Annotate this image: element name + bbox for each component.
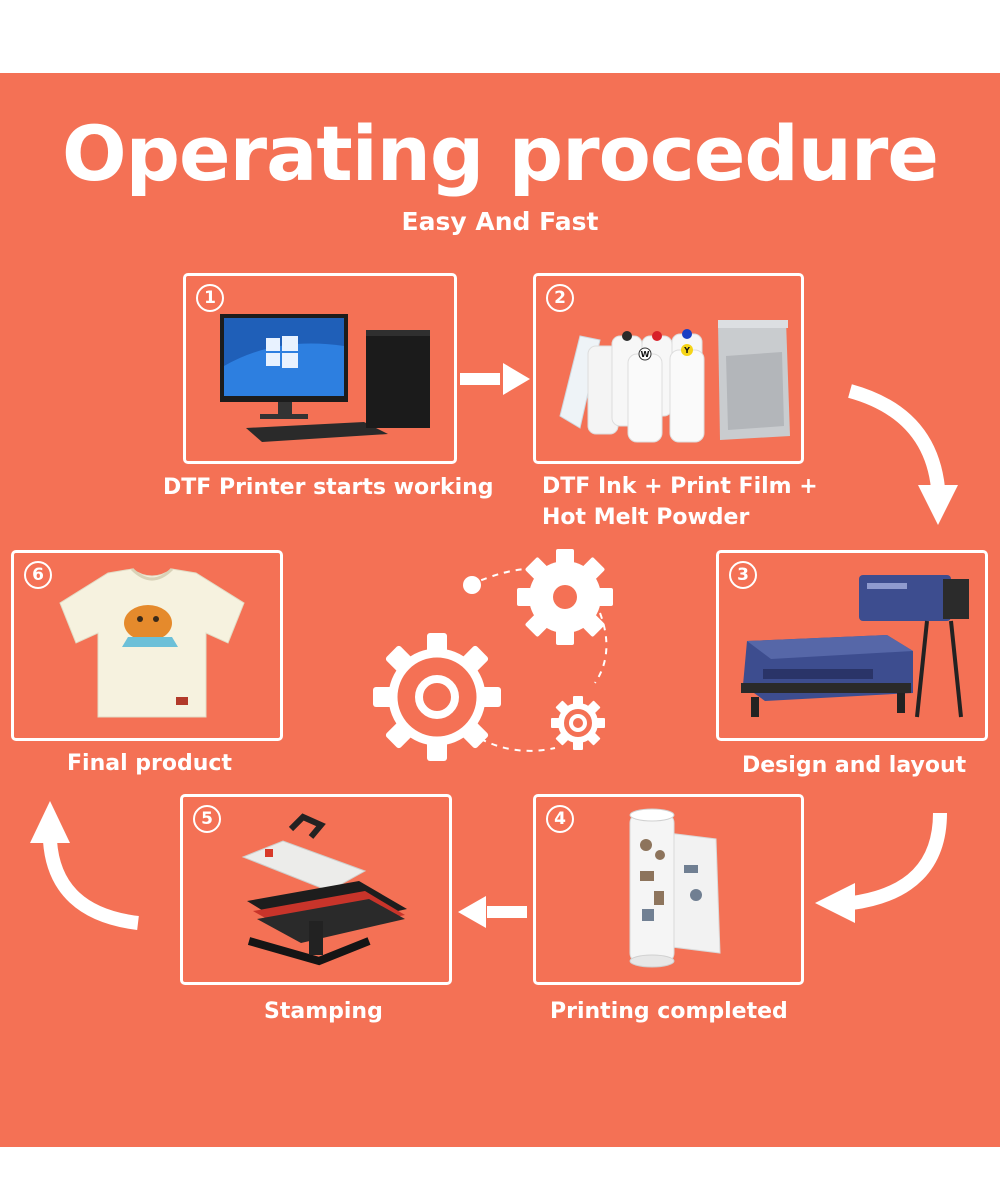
ink-film-powder-illustration: W Y bbox=[559, 320, 790, 443]
dtf-printer-illustration bbox=[741, 575, 969, 718]
step-5-card: 5 bbox=[180, 794, 452, 985]
page-subtitle: Easy And Fast bbox=[401, 207, 599, 236]
printed-film-roll-illustration bbox=[629, 808, 721, 968]
step-1-caption: DTF Printer starts working bbox=[163, 475, 494, 500]
curved-arrow-up-icon bbox=[30, 801, 139, 930]
heat-press-illustration bbox=[241, 813, 407, 966]
arrow-left-icon bbox=[458, 896, 527, 928]
step-number: 6 bbox=[24, 561, 52, 589]
step-5-caption: Stamping bbox=[264, 999, 383, 1024]
arrow-right-icon bbox=[460, 363, 530, 395]
curved-arrow-down-icon bbox=[848, 384, 958, 525]
step-3-caption: Design and layout bbox=[742, 753, 967, 778]
step-number: 2 bbox=[546, 284, 574, 312]
curved-arrow-left-icon bbox=[815, 812, 947, 923]
ink-bottle-white-label: W bbox=[641, 350, 650, 359]
step-3-card: 3 bbox=[716, 550, 988, 741]
step-number: 3 bbox=[729, 561, 757, 589]
computer-illustration bbox=[220, 314, 430, 442]
tshirt-illustration bbox=[59, 567, 245, 718]
step-2-card: 2 W Y bbox=[533, 273, 804, 464]
step-6-card: 6 bbox=[11, 550, 283, 741]
step-2-caption-line-2: Hot Melt Powder bbox=[542, 505, 750, 530]
page-title: Operating procedure bbox=[62, 109, 939, 198]
gears-icon bbox=[373, 549, 613, 761]
step-4-caption: Printing completed bbox=[550, 999, 788, 1024]
flow-arrows-and-gears bbox=[30, 363, 958, 930]
step-number: 1 bbox=[196, 284, 224, 312]
step-number: 5 bbox=[193, 805, 221, 833]
procedure-panel: Operating procedure Easy And Fast bbox=[0, 73, 1000, 1147]
step-1-card: 1 bbox=[183, 273, 457, 464]
step-number: 4 bbox=[546, 805, 574, 833]
step-4-card: 4 bbox=[533, 794, 804, 985]
ink-bottle-yellow-label: Y bbox=[683, 346, 690, 355]
step-2-caption-line-1: DTF Ink + Print Film + bbox=[542, 474, 818, 499]
step-6-caption: Final product bbox=[67, 751, 232, 776]
